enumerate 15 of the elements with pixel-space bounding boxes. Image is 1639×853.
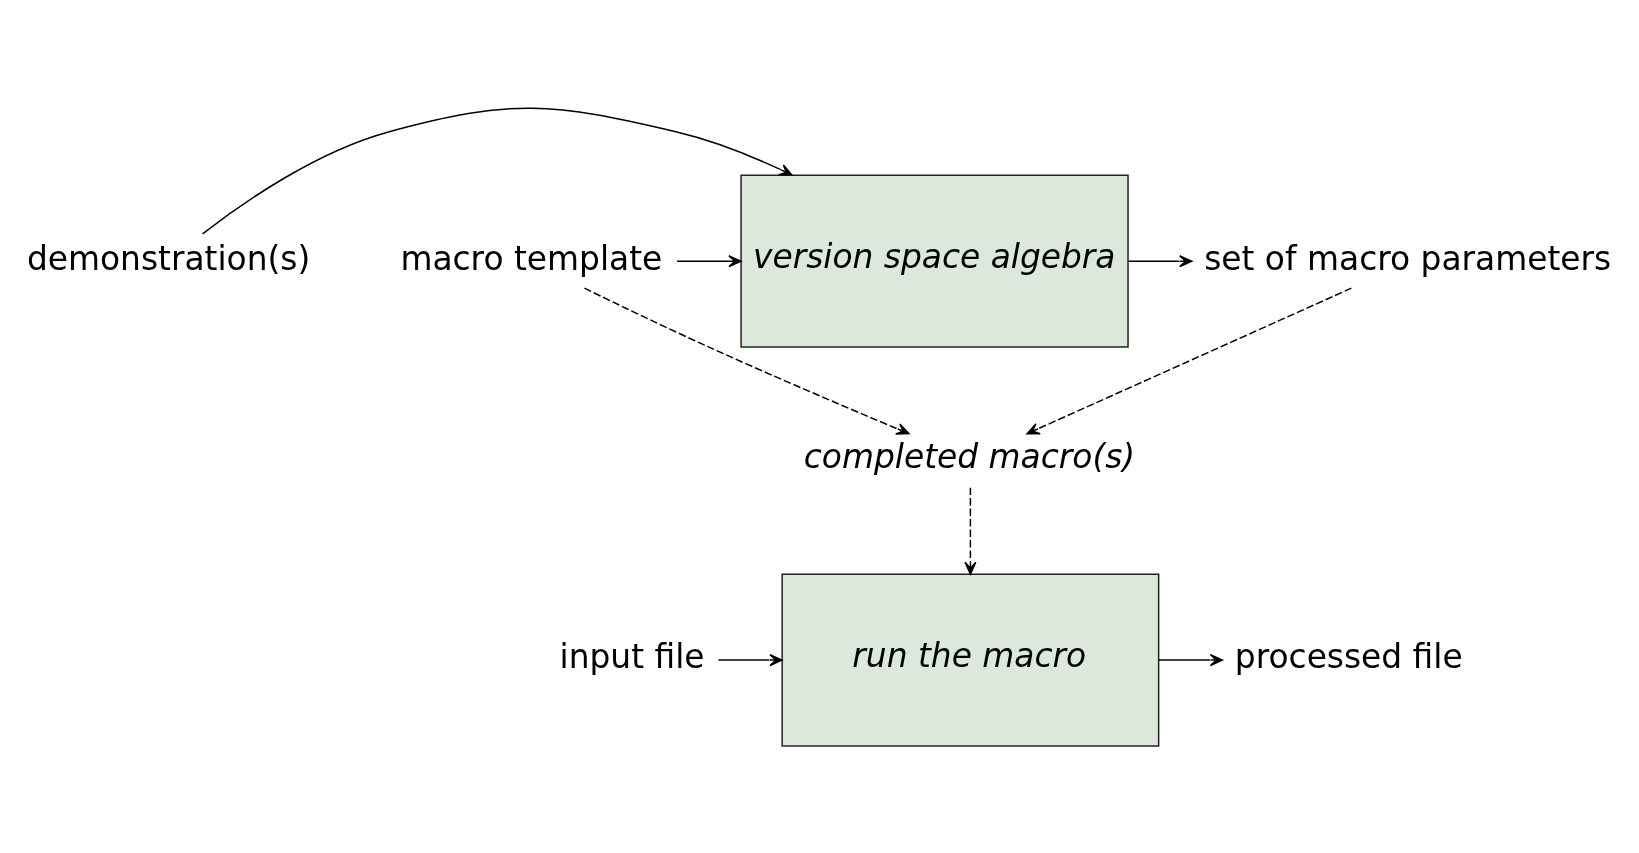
node-text: processed file: [1234, 636, 1463, 676]
arrow: [676, 254, 742, 267]
arrow: [964, 486, 977, 575]
arrow: [717, 653, 783, 666]
node-text: set of macro parameters: [1204, 238, 1612, 278]
arrow: [1157, 653, 1224, 666]
node-text: input file: [559, 636, 705, 676]
arrow: [201, 107, 793, 235]
arrow: [583, 286, 910, 435]
node-text: completed macro(s): [803, 436, 1136, 476]
node-text: demonstration(s): [26, 238, 311, 278]
node-text: macro template: [400, 238, 663, 278]
node-box: run the macro: [781, 572, 1160, 747]
node-box: version space algebra: [740, 174, 1129, 348]
arrow: [1127, 254, 1193, 267]
